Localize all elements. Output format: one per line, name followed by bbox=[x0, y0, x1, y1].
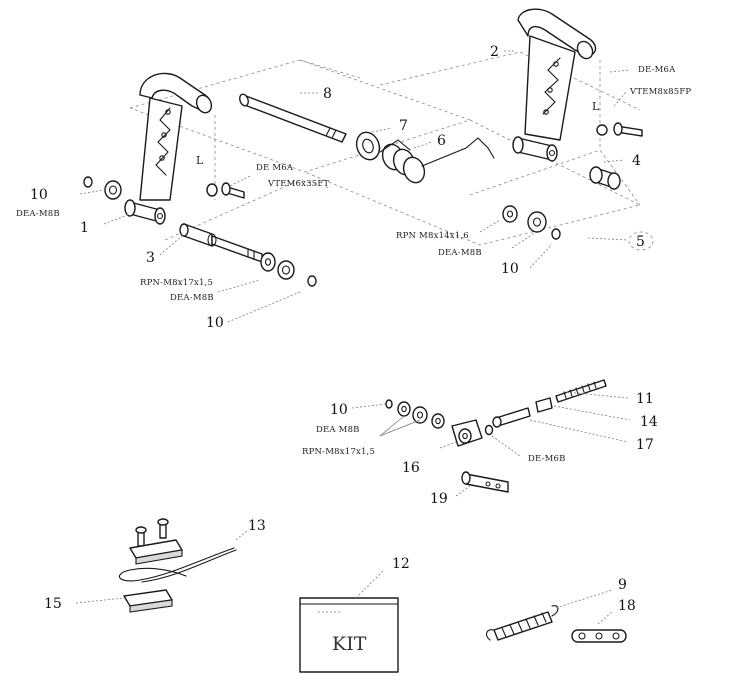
label-16: 16 bbox=[402, 460, 420, 476]
hardware-right bbox=[502, 122, 643, 240]
part-9-spring bbox=[485, 605, 559, 641]
dimension-labels: L L bbox=[196, 100, 600, 167]
part-6-torsion-spring bbox=[379, 137, 495, 184]
code-vtem-left: VTEM6x35FT bbox=[267, 179, 329, 189]
kit-bag-text: KIT bbox=[332, 633, 367, 655]
label-6: 6 bbox=[437, 133, 446, 149]
label-18: 18 bbox=[618, 598, 636, 614]
label-10-left: 10 bbox=[30, 187, 48, 203]
label-13: 13 bbox=[248, 518, 266, 534]
hardware-codes: DEA-M8B DE M6A VTEM6x35FT RPN-M8x17x1,5 … bbox=[16, 65, 691, 464]
code-de-m6a-left: DE M6A bbox=[256, 163, 294, 173]
label-3: 3 bbox=[146, 250, 155, 266]
code-dea-m8b-left2: DEA-M8B bbox=[170, 293, 214, 303]
code-dea-m8b-left: DEA-M8B bbox=[16, 209, 60, 219]
hardware-left bbox=[83, 176, 317, 287]
part-15-clamp bbox=[123, 518, 183, 613]
label-19: 19 bbox=[430, 491, 448, 507]
label-12: 12 bbox=[392, 556, 410, 572]
label-4: 4 bbox=[632, 153, 641, 169]
part-3-stepped-pin bbox=[179, 223, 263, 263]
middle-linkage bbox=[385, 379, 607, 493]
part-5-marker bbox=[628, 231, 654, 251]
part-13-cable bbox=[118, 547, 237, 583]
label-10-right: 10 bbox=[501, 261, 519, 277]
label-10-bottom: 10 bbox=[206, 315, 224, 331]
part-12-kit-bag bbox=[299, 597, 399, 673]
code-vtem-right: VTEM8x85FP bbox=[629, 87, 691, 97]
label-14: 14 bbox=[640, 414, 658, 430]
label-5: 5 bbox=[636, 234, 645, 250]
label-2: 2 bbox=[490, 44, 499, 60]
part-18-link-plate bbox=[571, 629, 627, 643]
label-17: 17 bbox=[636, 437, 654, 453]
code-rpn-right: RPN M8x14x1,6 bbox=[396, 231, 469, 241]
label-9: 9 bbox=[618, 577, 627, 593]
code-dea-m8b-right: DEA-M8B bbox=[438, 248, 482, 258]
code-de-m6b-mid: DE-M6B bbox=[528, 454, 566, 464]
code-rpn-left: RPN-M8x17x1,5 bbox=[140, 278, 213, 288]
dim-l-right: L bbox=[592, 100, 600, 113]
part-1-left-pedal bbox=[124, 72, 213, 225]
label-10-middle: 10 bbox=[330, 402, 348, 418]
label-7: 7 bbox=[399, 118, 408, 134]
leader-lines bbox=[75, 50, 631, 625]
assembly-guides bbox=[129, 51, 642, 246]
code-dea-m8b-mid: DEA M8B bbox=[316, 425, 360, 435]
label-1: 1 bbox=[80, 220, 89, 236]
part-8-long-pin bbox=[239, 93, 347, 143]
code-de-m6a-right: DE-M6A bbox=[638, 65, 676, 75]
part-number-labels: 8 2 7 6 4 5 1 3 10 10 10 10 11 14 17 16 … bbox=[30, 44, 658, 614]
label-8: 8 bbox=[323, 86, 332, 102]
part-7-bushing bbox=[355, 131, 381, 161]
code-rpn-mid: RPN-M8x17x1,5 bbox=[302, 447, 375, 457]
label-15: 15 bbox=[44, 596, 62, 612]
part-2-right-pedal bbox=[512, 8, 597, 162]
label-11: 11 bbox=[636, 391, 654, 407]
dim-l-left: L bbox=[196, 154, 204, 167]
part-4-spacer bbox=[589, 166, 621, 190]
